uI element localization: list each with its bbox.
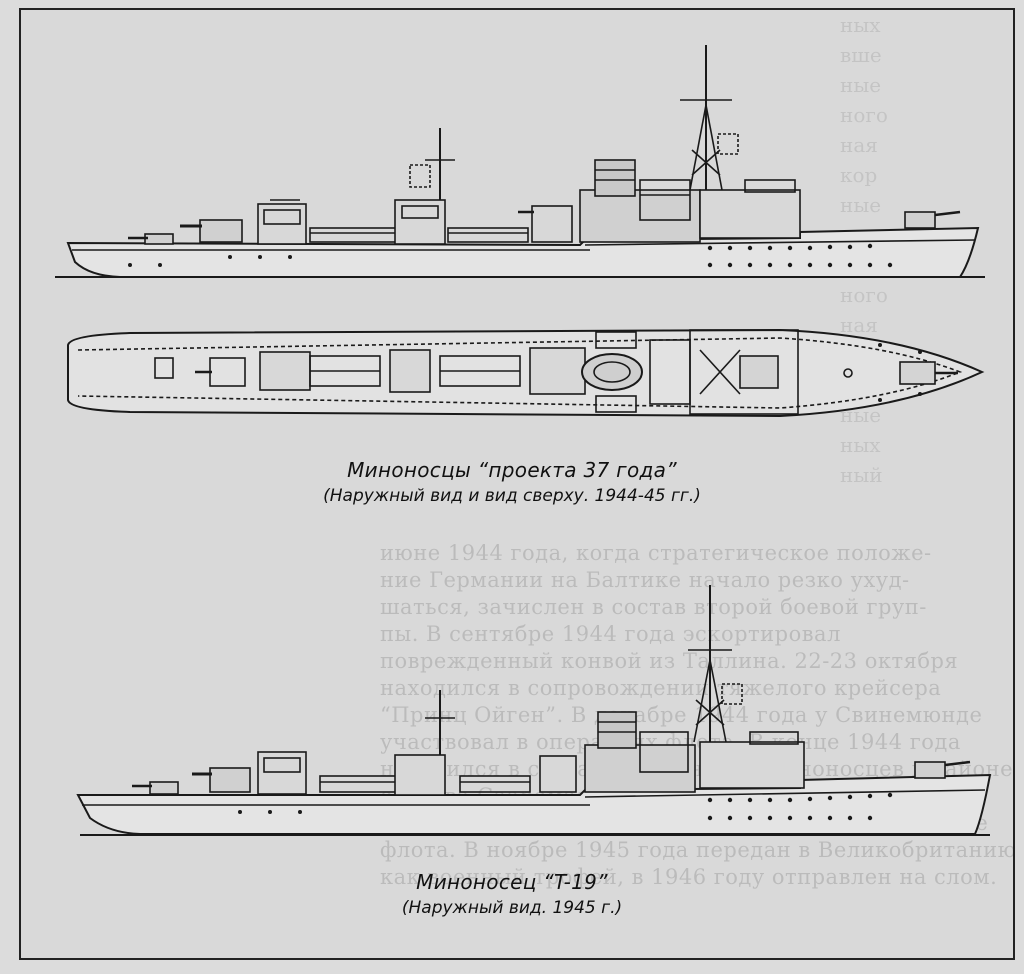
ship-profile-bottom [76, 585, 992, 836]
caption-bottom-subtitle: (Наружный вид. 1945 г.) [401, 898, 623, 918]
caption-top: Миноносцы “проекта 37 года” (Наружный ви… [0, 458, 1024, 506]
caption-bottom-title: Миноносец “T-19” [416, 870, 608, 894]
ship-plan-view [67, 328, 985, 418]
ship-profile-top [55, 45, 985, 278]
caption-top-title: Миноносцы “проекта 37 года” [347, 458, 677, 482]
caption-top-subtitle: (Наружный вид и вид сверху. 1944-45 гг.) [323, 486, 701, 506]
caption-bottom: Миноносец “T-19” (Наружный вид. 1945 г.) [0, 870, 1024, 918]
